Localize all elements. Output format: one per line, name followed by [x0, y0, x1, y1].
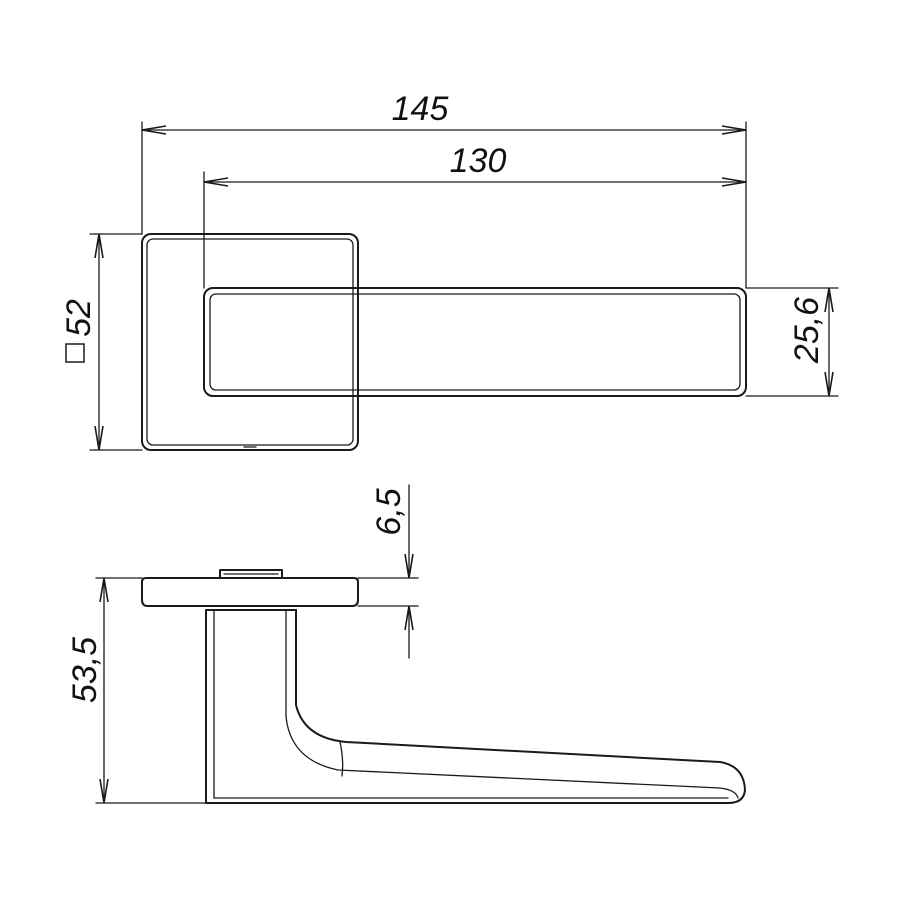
lever-side-profile [205, 609, 746, 804]
dimension-overall-length: 145 [141, 90, 747, 289]
lever-outline [203, 287, 747, 397]
square-symbol-icon [65, 343, 85, 363]
rosette-inner-outline [146, 238, 354, 446]
dimension-52-label: 52 [60, 299, 98, 337]
dimension-6-5-label: 6,5 [370, 488, 408, 535]
dimension-total-projection: 53,5 [66, 577, 207, 804]
spindle-cap [219, 569, 283, 579]
dimension-53-5-label: 53,5 [66, 637, 104, 703]
dimension-130-label: 130 [450, 142, 507, 180]
dimension-145-label: 145 [392, 90, 449, 128]
dimension-rosette-side: 52 [60, 233, 143, 451]
dimension-rosette-thickness: 6,5 [357, 484, 419, 659]
side-view [141, 569, 746, 804]
dimension-25-6-label: 25,6 [788, 297, 826, 364]
rosette-outline [141, 233, 359, 451]
lever-inner-outline [209, 293, 741, 391]
dimension-lever-height: 25,6 [745, 287, 839, 397]
top-view [141, 233, 747, 451]
rosette-plate-side [141, 577, 359, 607]
dimension-lever-length: 130 [203, 142, 747, 289]
